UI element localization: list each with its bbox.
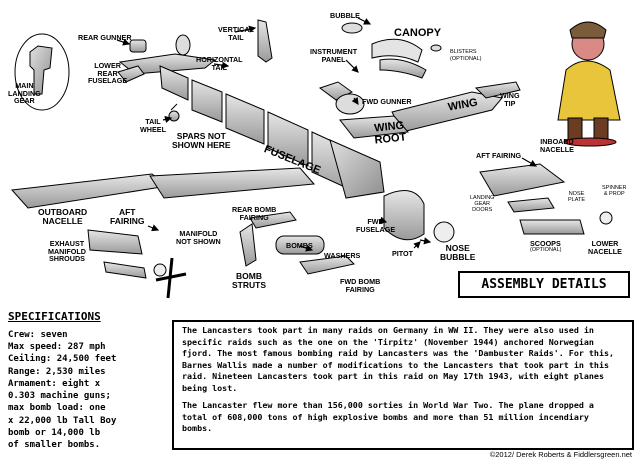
- lower-nacelle-part: [519, 219, 585, 235]
- copyright-notice: ©2012/ Derek Roberts & Fiddlersgreen.net: [489, 450, 632, 459]
- specifications-heading: SPECIFICATIONS: [8, 310, 101, 323]
- vertical-tail-part: [257, 19, 273, 63]
- blister-part: [430, 44, 442, 52]
- spec-line: Crew: seven: [8, 329, 68, 340]
- fuselage-part: [159, 65, 385, 199]
- assembly-details-title: ASSEMBLY DETAILS: [458, 271, 630, 298]
- spinner-left-part: [153, 263, 167, 277]
- scoops-optional-label: (OPTIONAL): [530, 247, 562, 253]
- spec-line: x 22,000 lb Tall Boy: [8, 415, 117, 426]
- spinner-prop-label: SPINNER& PROP: [602, 185, 627, 197]
- exhaust-shroud-part: [103, 261, 147, 279]
- outboard-wing-part: [10, 173, 170, 209]
- spec-line: bomb or 14,000 lb: [8, 427, 101, 438]
- rear-gunner-part: [129, 34, 191, 56]
- inner-wing-part: [149, 167, 316, 199]
- bubble-label: BUBBLE: [330, 11, 360, 20]
- bubble-part: [341, 22, 363, 34]
- bomb-strut-part: [239, 223, 257, 267]
- spec-line: Max speed: 287 mph: [8, 342, 106, 353]
- spec-line: Armament: eight x: [8, 378, 101, 389]
- history-paragraph-1: The Lancasters took part in many raids o…: [182, 325, 615, 393]
- nose-bubble-part: [433, 221, 455, 243]
- fwd-fuselage-part: [383, 190, 425, 241]
- bombs-label: BOMBS: [286, 241, 313, 250]
- scoops-label: SCOOPS: [530, 239, 561, 248]
- fwd-gunner-label: FWD GUNNER: [362, 97, 412, 106]
- spec-line: of smaller bombs.: [8, 440, 101, 451]
- spec-line: Range: 2,530 miles: [8, 366, 106, 377]
- pilot-figure: [557, 21, 621, 147]
- fwd-gunner-part: [335, 93, 365, 115]
- leader-arrows: [116, 17, 538, 252]
- spec-line: Ceiling: 24,500 feet: [8, 354, 117, 365]
- pitot-label: PITOT: [392, 249, 414, 258]
- fwd-bomb-fairing-part: [299, 255, 356, 275]
- washers-label: WASHERS: [324, 251, 361, 260]
- canopy-lower-part: [379, 58, 427, 79]
- canopy-label: CANOPY: [394, 27, 442, 39]
- rear-gunner-label: REAR GUNNER: [78, 33, 132, 42]
- spec-line: max bomb load: one: [8, 403, 106, 414]
- wing-root-part: [339, 115, 410, 139]
- blisters-label: BLISTERS: [450, 49, 477, 55]
- main-landing-gear-part: [14, 33, 70, 111]
- canopy-part: [371, 38, 423, 63]
- inboard-nacelle-part: [479, 163, 566, 197]
- specifications-panel: SPECIFICATIONS Crew: seven Max speed: 28…: [8, 310, 168, 451]
- history-paragraph-2: The Lancaster flew more than 156,000 sor…: [182, 400, 594, 433]
- spec-line: 0.303 machine guns;: [8, 391, 111, 402]
- rear-bomb-fairing-part: [249, 211, 297, 229]
- lower-rear-fuselage-part: [117, 65, 145, 83]
- aft-fairing-right-label: AFT FAIRING: [476, 151, 522, 160]
- landing-gear-doors-part: [507, 197, 555, 213]
- prop-left-part: [155, 257, 187, 299]
- blisters-optional-label: (OPTIONAL): [450, 56, 482, 62]
- outboard-nacelle-part: [87, 229, 143, 255]
- wing-tip-part: [474, 81, 521, 99]
- history-text-box: The Lancasters took part in many raids o…: [172, 320, 634, 450]
- spinner-right-part: [599, 211, 613, 225]
